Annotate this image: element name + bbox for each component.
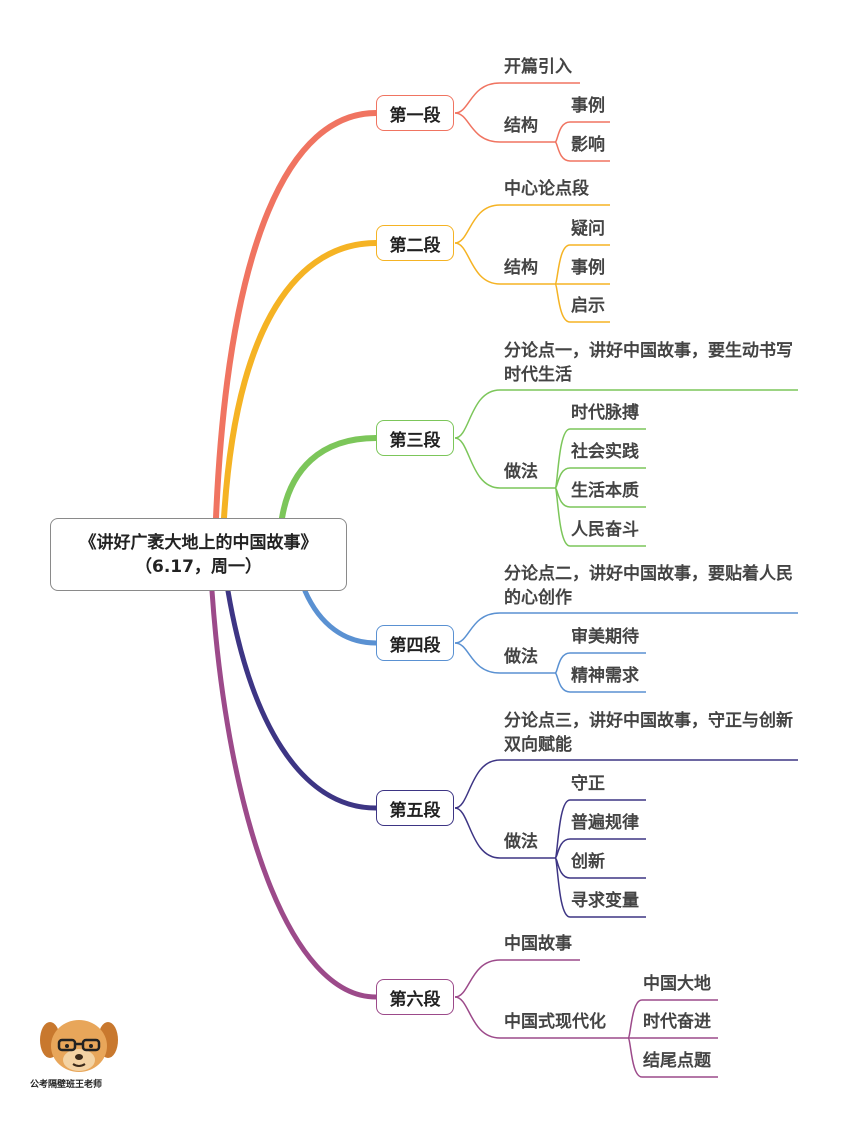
s4-item[interactable]: 审美期待 — [571, 627, 639, 647]
section-node-6[interactable]: 第六段 — [376, 979, 454, 1015]
s3-item[interactable]: 社会实践 — [571, 442, 639, 462]
s4-topic[interactable]: 分论点二，讲好中国故事，要贴着人民的心创作 — [504, 564, 793, 608]
s5-item[interactable]: 创新 — [571, 852, 605, 872]
s6-topic[interactable]: 中国故事 — [504, 934, 572, 954]
s3-item[interactable]: 生活本质 — [571, 481, 639, 501]
section-node-5[interactable]: 第五段 — [376, 790, 454, 826]
s2-item[interactable]: 事例 — [571, 258, 605, 278]
section-node-1[interactable]: 第一段 — [376, 95, 454, 131]
section-node-4[interactable]: 第四段 — [376, 625, 454, 661]
connector-root-s3 — [279, 435, 379, 521]
s2-topic[interactable]: 中心论点段 — [504, 179, 589, 199]
s1-topic[interactable]: 开篇引入 — [504, 57, 572, 77]
connector-root-s1 — [213, 110, 379, 521]
dog-mascot-icon — [40, 1020, 118, 1072]
s5-item[interactable]: 普遍规律 — [571, 813, 639, 833]
s5-item[interactable]: 寻求变量 — [571, 891, 639, 911]
s6-item[interactable]: 结尾点题 — [643, 1051, 711, 1071]
connector-root-s2 — [221, 240, 379, 521]
s2-group[interactable]: 结构 — [504, 258, 538, 278]
s6-group[interactable]: 中国式现代化 — [504, 1012, 606, 1032]
s5-topic[interactable]: 分论点三，讲好中国故事，守正与创新双向赋能 — [504, 711, 793, 755]
root-topic[interactable]: 《讲好广袤大地上的中国故事》 （6.17，周一） — [50, 518, 347, 591]
s5-item[interactable]: 守正 — [571, 774, 605, 794]
s6-item[interactable]: 中国大地 — [643, 974, 711, 994]
s2-item[interactable]: 启示 — [571, 296, 605, 316]
s5-group[interactable]: 做法 — [504, 832, 538, 852]
s1-item[interactable]: 事例 — [571, 96, 605, 116]
connector-root-s5 — [225, 588, 379, 811]
logo-caption: 公考隔壁班王老师 — [30, 1080, 103, 1090]
section-node-3[interactable]: 第三段 — [376, 420, 454, 456]
s1-item[interactable]: 影响 — [571, 135, 605, 155]
s3-topic[interactable]: 分论点一，讲好中国故事，要生动书写时代生活 — [504, 341, 793, 385]
connector-root-s6 — [209, 588, 379, 1000]
s3-item[interactable]: 人民奋斗 — [571, 520, 639, 540]
section-node-2[interactable]: 第二段 — [376, 225, 454, 261]
s6-item[interactable]: 时代奋进 — [643, 1012, 711, 1032]
root-title: 《讲好广袤大地上的中国故事》 — [79, 532, 318, 553]
connector-root-s4 — [302, 588, 379, 646]
s3-item[interactable]: 时代脉搏 — [571, 403, 639, 423]
s4-item[interactable]: 精神需求 — [571, 666, 639, 686]
s1-group[interactable]: 结构 — [504, 116, 538, 136]
s4-group[interactable]: 做法 — [504, 647, 538, 667]
root-subtitle: （6.17，周一） — [135, 556, 262, 577]
s2-item[interactable]: 疑问 — [571, 219, 605, 239]
s3-group[interactable]: 做法 — [504, 462, 538, 482]
